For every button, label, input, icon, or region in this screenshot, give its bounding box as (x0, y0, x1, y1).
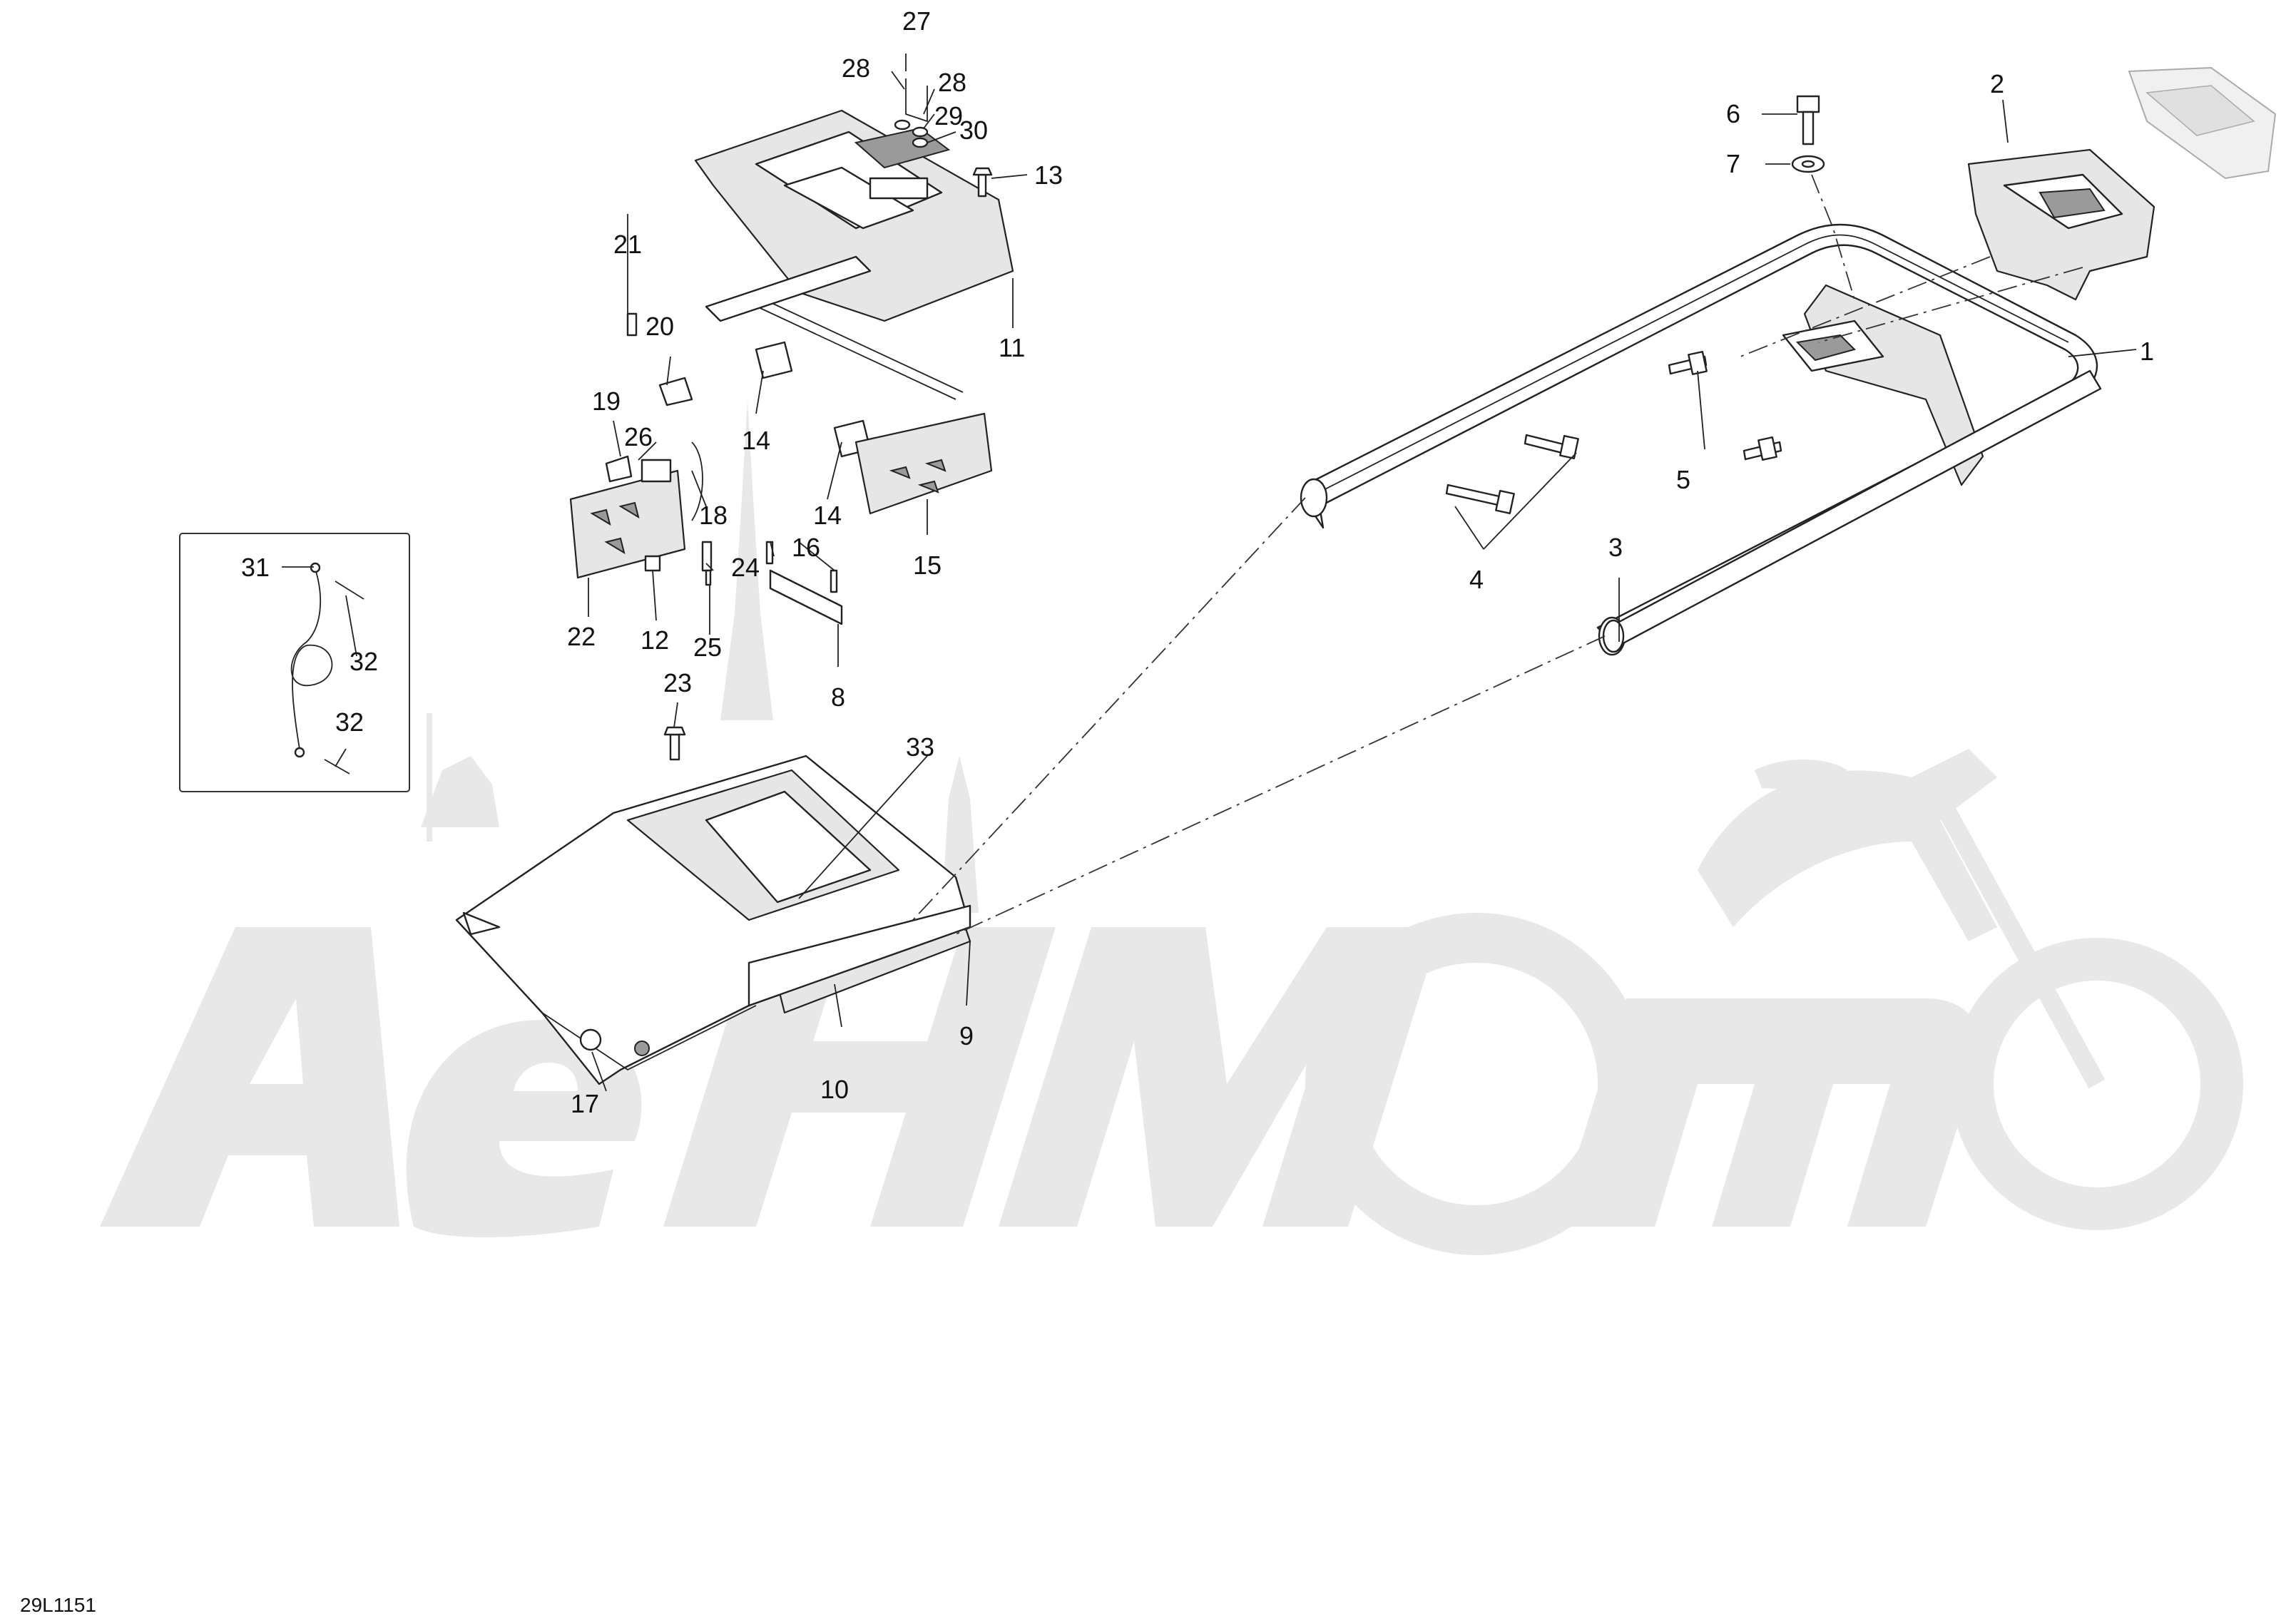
carrier-tray (694, 109, 1014, 400)
callout-14b: 14 (813, 501, 842, 530)
adjacent-part-ghost (2128, 66, 2277, 180)
callout-33: 33 (906, 732, 934, 762)
callout-19: 19 (592, 387, 621, 416)
callout-labels: 1 2 3 4 5 6 7 8 9 10 11 12 13 14 14 15 1… (241, 6, 2154, 1118)
watermark (100, 399, 2243, 1255)
callout-22: 22 (567, 622, 596, 651)
callout-leaders (282, 53, 2137, 1092)
diagram-reference-code: 29L1151 (20, 1594, 96, 1616)
callout-23: 23 (663, 668, 692, 697)
callout-13: 13 (1034, 160, 1063, 190)
callout-8: 8 (831, 682, 845, 712)
callout-12: 12 (641, 625, 669, 655)
rear-bumper-block (1967, 148, 2155, 301)
callout-20: 20 (646, 312, 674, 341)
callout-2: 2 (1990, 69, 2004, 98)
callout-32a: 32 (349, 647, 378, 676)
callout-28b: 28 (938, 68, 966, 97)
washer-7 (1791, 155, 1825, 173)
bolt-6 (1796, 95, 1820, 145)
hardware-small (579, 726, 686, 1051)
callout-29: 29 (934, 101, 963, 131)
callout-4: 4 (1469, 565, 1484, 594)
callout-24: 24 (731, 553, 760, 582)
lift-bracket (755, 341, 993, 515)
callout-17: 17 (571, 1089, 599, 1118)
callout-27: 27 (902, 6, 931, 36)
rear-body-trunk (455, 755, 971, 1085)
callout-18: 18 (699, 501, 728, 530)
callout-31: 31 (241, 553, 270, 582)
bolt-5b (1743, 436, 1782, 461)
callout-5: 5 (1676, 465, 1690, 494)
bolt-4a (1445, 484, 1515, 514)
callout-32b: 32 (335, 707, 364, 737)
callout-6: 6 (1726, 99, 1740, 128)
clamp-hardware (894, 78, 993, 198)
callout-30: 30 (959, 116, 988, 145)
bolt-4b (1524, 434, 1579, 459)
callout-26: 26 (624, 422, 653, 451)
callout-7: 7 (1726, 149, 1740, 178)
rail-profile (1602, 369, 2102, 653)
callout-10: 10 (820, 1075, 849, 1104)
bolt-5a (1668, 351, 1708, 375)
callout-9: 9 (959, 1021, 974, 1050)
callout-28a: 28 (842, 53, 870, 83)
inset-cable-box (179, 533, 410, 792)
assembly-lines (912, 174, 2083, 935)
callout-3: 3 (1608, 533, 1623, 562)
callout-15: 15 (913, 551, 942, 580)
callout-16: 16 (792, 533, 820, 562)
callout-25: 25 (693, 633, 722, 662)
bolts-group (1445, 95, 1825, 514)
callout-21: 21 (613, 230, 642, 259)
latch-assembly (569, 312, 713, 586)
callout-11: 11 (999, 333, 1025, 362)
callout-14a: 14 (742, 426, 770, 455)
callout-1: 1 (2140, 337, 2154, 366)
